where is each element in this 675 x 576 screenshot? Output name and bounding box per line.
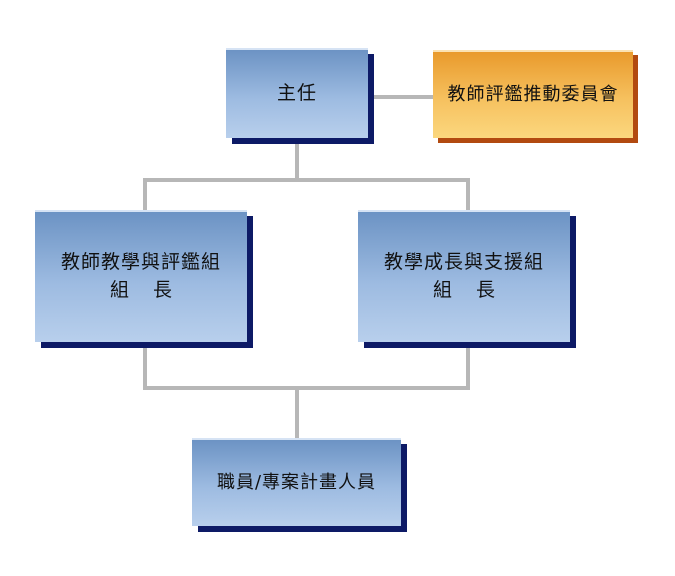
connector-lower-left-rise — [143, 343, 147, 388]
staff-box: 職員/專案計畫人員 — [192, 438, 401, 526]
director-box: 主任 — [226, 48, 368, 138]
director-label: 主任 — [276, 82, 317, 105]
committee-label: 教師評鑑推動委員會 — [447, 83, 619, 105]
connector-staff-up — [295, 386, 299, 438]
growth-support-group-title: 教學成長與支援組 — [383, 251, 544, 274]
growth-support-group-box: 教學成長與支援組 組長 — [358, 210, 570, 342]
teaching-eval-group-leader: 組長 — [109, 279, 196, 301]
connector-director-down — [295, 142, 299, 182]
growth-support-group-leader: 組長 — [432, 279, 519, 301]
connector-upper-left-drop — [143, 178, 147, 210]
connector-director-committee — [371, 95, 433, 99]
teaching-eval-group-title: 教師教學與評鑑組 — [60, 251, 221, 274]
connector-lower-right-rise — [466, 343, 470, 388]
teaching-eval-group-box: 教師教學與評鑑組 組長 — [35, 210, 247, 342]
committee-box: 教師評鑑推動委員會 — [433, 50, 633, 138]
staff-label: 職員/專案計畫人員 — [216, 471, 377, 493]
connector-upper-horizontal — [143, 178, 470, 182]
connector-upper-right-drop — [466, 178, 470, 210]
connector-lower-horizontal — [143, 386, 470, 390]
